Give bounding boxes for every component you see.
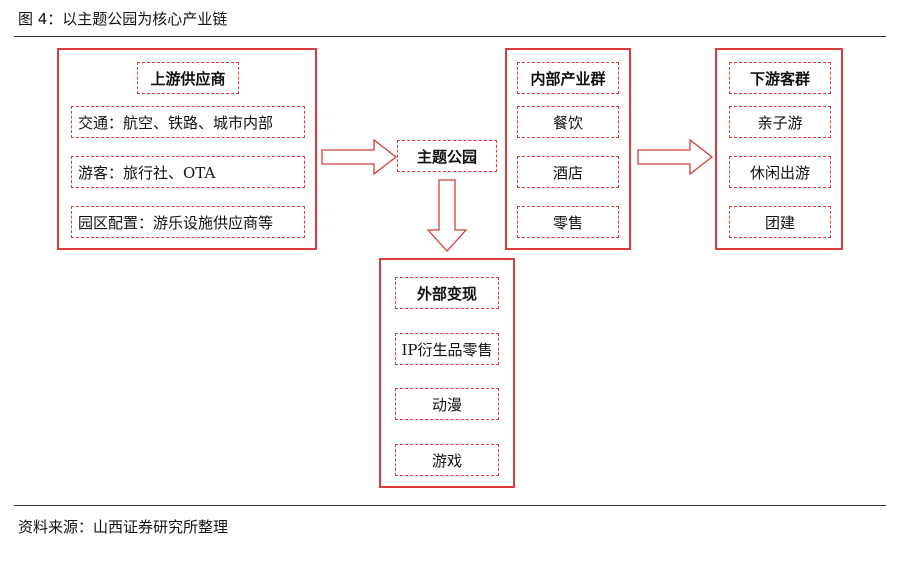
center-theme-park: 主题公园 [397,140,497,172]
bottom-rule [14,505,886,506]
top-rule [14,36,886,37]
figure-title: 图 4：以主题公园为核心产业链 [18,10,228,28]
upstream-item-transport: 交通：航空、铁路、城市内部 [71,106,305,138]
arrow-upstream-to-center [321,138,398,176]
internal-item-hotel: 酒店 [517,156,619,188]
internal-item-retail: 零售 [517,206,619,238]
figure-source: 资料来源：山西证券研究所整理 [18,518,229,536]
downstream-item-team: 团建 [729,206,831,238]
upstream-header: 上游供应商 [137,62,239,94]
downstream-header: 下游客群 [729,62,831,94]
downstream-item-family: 亲子游 [729,106,831,138]
external-item-anime: 动漫 [395,388,499,420]
external-item-ip-retail: IP衍生品零售 [395,333,499,365]
upstream-item-tourists: 游客：旅行社、OTA [71,156,305,188]
external-item-games: 游戏 [395,444,499,476]
external-header: 外部变现 [395,277,499,309]
downstream-item-leisure: 休闲出游 [729,156,831,188]
internal-header: 内部产业群 [517,62,619,94]
upstream-item-park-config: 园区配置：游乐设施供应商等 [71,206,305,238]
internal-item-catering: 餐饮 [517,106,619,138]
arrow-center-to-external [426,179,468,252]
arrow-internal-to-downstream [637,138,714,176]
